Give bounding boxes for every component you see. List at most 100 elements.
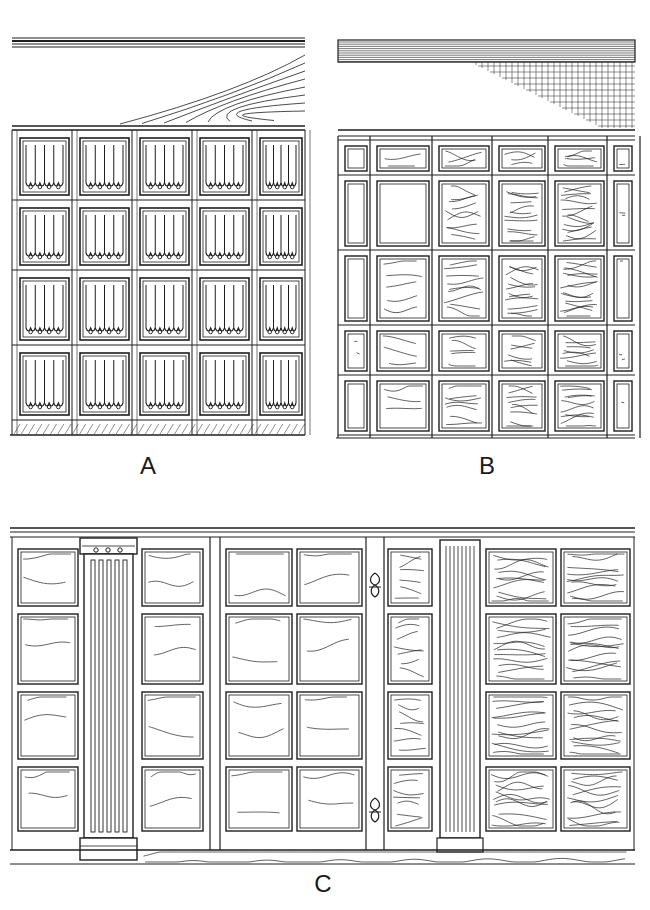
wood-grain — [498, 729, 549, 739]
linenfold-rib — [206, 285, 207, 328]
linenfold-rib — [95, 360, 96, 403]
frieze-stroke — [142, 63, 305, 124]
linenfold-curl — [117, 405, 121, 409]
wood-grain — [385, 154, 421, 159]
panel-b-illustration — [336, 40, 640, 438]
linenfold-rib — [296, 360, 297, 403]
wood-grain — [492, 730, 549, 735]
floor-hatch — [72, 424, 78, 434]
floor-line — [10, 849, 635, 851]
panel-moulding — [140, 208, 189, 265]
wood-grain — [619, 354, 622, 355]
panel-field — [617, 184, 629, 243]
linenfold-rib — [243, 215, 244, 253]
wood-grain — [493, 658, 547, 662]
panel-field — [391, 617, 429, 681]
panel-moulding — [80, 353, 129, 415]
wood-grain — [567, 347, 591, 348]
wood-grain — [398, 650, 422, 654]
panel-moulding — [226, 614, 292, 684]
panel-moulding — [18, 767, 78, 831]
wood-grain — [237, 812, 279, 814]
cornice-line — [12, 47, 305, 48]
linenfold-curl — [29, 405, 33, 409]
panel-field — [502, 149, 542, 168]
floor-hatch — [197, 424, 203, 434]
panel-moulding — [499, 181, 545, 246]
linenfold-rib — [104, 360, 105, 403]
floor-hatch — [145, 424, 151, 434]
linenfold-rib — [224, 285, 225, 328]
cornice-hatch — [338, 53, 635, 54]
linenfold-curl — [209, 330, 213, 334]
panel-field — [558, 384, 601, 428]
panel-field — [502, 384, 542, 428]
linenfold-rib — [273, 285, 274, 328]
cornice-hatch — [338, 42, 635, 43]
floor-hatch — [43, 424, 49, 434]
wood-grain — [508, 399, 535, 402]
wood-grain — [507, 310, 537, 314]
linenfold-rib — [146, 360, 147, 403]
pilaster-base — [80, 838, 137, 860]
wood-grain — [492, 815, 543, 826]
linenfold-rib — [266, 285, 267, 328]
cornice-line — [10, 527, 635, 529]
wood-grain — [449, 195, 476, 201]
stile-line — [365, 537, 366, 850]
linenfold-curl — [283, 185, 287, 189]
panel-field — [442, 259, 486, 318]
linenfold-curl — [158, 330, 162, 334]
wood-grain — [570, 738, 621, 741]
linenfold-curl — [283, 405, 287, 409]
wood-grain — [508, 194, 538, 198]
wood-grain — [384, 347, 417, 356]
frieze-hatch — [554, 62, 555, 104]
linenfold-rib — [104, 215, 105, 253]
wood-grain — [565, 301, 592, 302]
linenfold-curl — [107, 330, 111, 334]
wood-grain — [447, 307, 480, 316]
rail-line — [338, 139, 635, 140]
linenfold-rib — [288, 360, 289, 403]
panel-field — [442, 334, 486, 368]
linenfold-rib — [123, 285, 124, 328]
linenfold-curl — [275, 330, 279, 334]
panel-moulding — [260, 208, 302, 265]
wood-grain — [561, 194, 591, 196]
rail-line — [338, 374, 635, 375]
cornice-hatch — [338, 57, 635, 58]
stile-line — [17, 130, 18, 435]
wood-grain — [494, 802, 548, 805]
panel-letter: C — [314, 872, 331, 896]
wood-grain — [507, 396, 537, 398]
wood-grain — [572, 554, 617, 560]
wood-grain — [357, 353, 360, 354]
linenfold-curl — [167, 255, 171, 259]
wood-grain — [565, 196, 589, 200]
wood-grain — [567, 578, 618, 582]
frieze-hatch — [542, 62, 543, 98]
wood-grain — [398, 705, 419, 710]
pilaster-capital — [80, 538, 137, 554]
wood-grain — [304, 574, 349, 585]
wood-grain — [28, 697, 67, 700]
rail-line — [12, 270, 305, 271]
linenfold-rib — [164, 145, 165, 183]
pilaster-flute — [458, 546, 459, 832]
panel-moulding — [297, 614, 362, 684]
panel-moulding — [297, 692, 362, 759]
panel-field — [83, 356, 126, 412]
linenfold-curl — [167, 330, 171, 334]
wood-grain — [506, 283, 533, 289]
pilaster-flute — [462, 546, 463, 832]
wood-grain — [565, 341, 595, 343]
linenfold-rib — [288, 215, 289, 253]
rail-line — [12, 420, 305, 421]
linenfold-rib — [63, 145, 64, 183]
panel-moulding — [200, 208, 249, 265]
floor-hatch — [175, 424, 181, 434]
linenfold-rib — [86, 145, 87, 183]
linenfold-curl — [290, 255, 294, 259]
panel-field — [348, 384, 364, 428]
